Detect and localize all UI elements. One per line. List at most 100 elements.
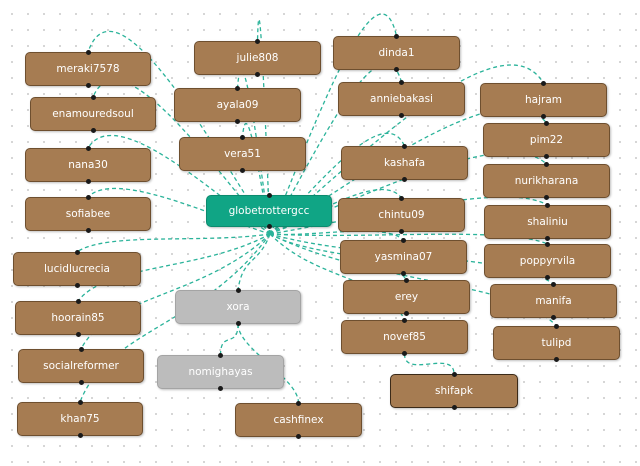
node-label: yasmina07 bbox=[374, 251, 433, 263]
node-label: sofiabee bbox=[65, 208, 111, 220]
port-bottom-icon[interactable] bbox=[399, 113, 404, 118]
port-top-icon[interactable] bbox=[235, 288, 241, 293]
port-bottom-icon[interactable] bbox=[77, 433, 83, 438]
node-julie808[interactable]: julie808 bbox=[194, 39, 321, 77]
edge-connector bbox=[76, 233, 271, 253]
port-bottom-icon[interactable] bbox=[255, 72, 260, 77]
port-top-icon[interactable] bbox=[404, 278, 409, 283]
port-bottom-icon[interactable] bbox=[266, 224, 272, 229]
node-label: tulipd bbox=[541, 337, 572, 349]
port-bottom-icon[interactable] bbox=[451, 405, 457, 410]
port-bottom-icon[interactable] bbox=[541, 114, 546, 119]
port-bottom-icon[interactable] bbox=[75, 332, 81, 337]
node-pim22[interactable]: pim22 bbox=[483, 121, 610, 159]
port-bottom-icon[interactable] bbox=[551, 315, 556, 320]
node-erey[interactable]: erey bbox=[343, 278, 470, 316]
node-ayala09[interactable]: ayala09 bbox=[174, 86, 301, 124]
node-nana30[interactable]: nana30 bbox=[25, 146, 151, 184]
port-top-icon[interactable] bbox=[75, 299, 81, 304]
port-bottom-icon[interactable] bbox=[85, 83, 91, 88]
port-top-icon[interactable] bbox=[541, 81, 546, 86]
port-bottom-icon[interactable] bbox=[399, 229, 404, 234]
node-novef85[interactable]: novef85 bbox=[341, 318, 468, 356]
node-meraki7578[interactable]: meraki7578 bbox=[25, 50, 151, 88]
node-vera51[interactable]: vera51 bbox=[179, 135, 306, 173]
edge-connector bbox=[219, 323, 239, 356]
node-label: julie808 bbox=[236, 52, 279, 64]
port-bottom-icon[interactable] bbox=[545, 275, 550, 280]
port-bottom-icon[interactable] bbox=[401, 271, 406, 276]
node-enamouredsoul[interactable]: enamouredsoul bbox=[30, 95, 156, 133]
node-kashafa[interactable]: kashafa bbox=[341, 144, 468, 182]
port-top-icon[interactable] bbox=[218, 353, 223, 358]
node-globetrottergcc[interactable]: globetrottergcc bbox=[206, 193, 332, 229]
port-bottom-icon[interactable] bbox=[544, 195, 549, 200]
port-top-icon[interactable] bbox=[554, 324, 559, 329]
port-top-icon[interactable] bbox=[402, 144, 407, 149]
port-top-icon[interactable] bbox=[85, 50, 91, 55]
node-tulipd[interactable]: tulipd bbox=[493, 324, 620, 362]
node-xora[interactable]: xora bbox=[175, 288, 301, 326]
node-manifa[interactable]: manifa bbox=[490, 282, 617, 320]
port-top-icon[interactable] bbox=[551, 282, 556, 287]
node-yasmina07[interactable]: yasmina07 bbox=[340, 238, 467, 276]
port-top-icon[interactable] bbox=[451, 372, 457, 377]
port-top-icon[interactable] bbox=[240, 135, 245, 140]
port-top-icon[interactable] bbox=[544, 162, 549, 167]
port-top-icon[interactable] bbox=[78, 347, 84, 352]
node-label: cashfinex bbox=[273, 414, 324, 426]
node-chintu09[interactable]: chintu09 bbox=[338, 196, 465, 234]
port-bottom-icon[interactable] bbox=[554, 357, 559, 362]
port-bottom-icon[interactable] bbox=[545, 236, 550, 241]
node-socialreformer[interactable]: socialreformer bbox=[18, 347, 144, 385]
port-bottom-icon[interactable] bbox=[402, 177, 407, 182]
port-top-icon[interactable] bbox=[401, 238, 406, 243]
node-dinda1[interactable]: dinda1 bbox=[333, 34, 460, 72]
node-cashfinex[interactable]: cashfinex bbox=[235, 401, 362, 439]
port-top-icon[interactable] bbox=[394, 34, 399, 39]
node-hoorain85[interactable]: hoorain85 bbox=[15, 299, 141, 337]
port-bottom-icon[interactable] bbox=[78, 380, 84, 385]
port-bottom-icon[interactable] bbox=[74, 283, 80, 288]
port-bottom-icon[interactable] bbox=[235, 321, 241, 326]
port-bottom-icon[interactable] bbox=[394, 67, 399, 72]
node-shifapk[interactable]: shifapk bbox=[390, 372, 518, 410]
node-label: socialreformer bbox=[43, 360, 119, 372]
port-top-icon[interactable] bbox=[402, 318, 407, 323]
port-bottom-icon[interactable] bbox=[90, 128, 96, 133]
node-poppyrvila[interactable]: poppyrvila bbox=[484, 242, 611, 280]
port-bottom-icon[interactable] bbox=[85, 179, 91, 184]
port-bottom-icon[interactable] bbox=[544, 154, 549, 159]
port-top-icon[interactable] bbox=[399, 80, 404, 85]
node-khan75[interactable]: khan75 bbox=[17, 400, 143, 438]
node-nomighayas[interactable]: nomighayas bbox=[157, 353, 284, 391]
node-hajram[interactable]: hajram bbox=[480, 81, 607, 119]
node-sofiabee[interactable]: sofiabee bbox=[25, 195, 151, 233]
port-top-icon[interactable] bbox=[266, 193, 272, 198]
port-bottom-icon[interactable] bbox=[404, 311, 409, 316]
port-top-icon[interactable] bbox=[545, 203, 550, 208]
port-top-icon[interactable] bbox=[85, 195, 91, 200]
port-top-icon[interactable] bbox=[296, 401, 301, 406]
node-lucidlucrecia[interactable]: lucidlucrecia bbox=[13, 250, 141, 288]
node-anniebakasi[interactable]: anniebakasi bbox=[338, 80, 465, 118]
port-bottom-icon[interactable] bbox=[218, 386, 223, 391]
port-bottom-icon[interactable] bbox=[296, 434, 301, 439]
port-top-icon[interactable] bbox=[545, 242, 550, 247]
port-bottom-icon[interactable] bbox=[235, 119, 240, 124]
node-label: manifa bbox=[535, 295, 572, 307]
port-top-icon[interactable] bbox=[399, 196, 404, 201]
port-bottom-icon[interactable] bbox=[402, 351, 407, 356]
node-shaliniu[interactable]: shaliniu bbox=[484, 203, 611, 241]
port-top-icon[interactable] bbox=[235, 86, 240, 91]
port-top-icon[interactable] bbox=[90, 95, 96, 100]
port-top-icon[interactable] bbox=[85, 146, 91, 151]
port-top-icon[interactable] bbox=[544, 121, 549, 126]
port-top-icon[interactable] bbox=[77, 400, 83, 405]
port-bottom-icon[interactable] bbox=[240, 168, 245, 173]
node-nurikharana[interactable]: nurikharana bbox=[483, 162, 610, 200]
port-top-icon[interactable] bbox=[74, 250, 80, 255]
port-bottom-icon[interactable] bbox=[85, 228, 91, 233]
port-top-icon[interactable] bbox=[255, 39, 260, 44]
